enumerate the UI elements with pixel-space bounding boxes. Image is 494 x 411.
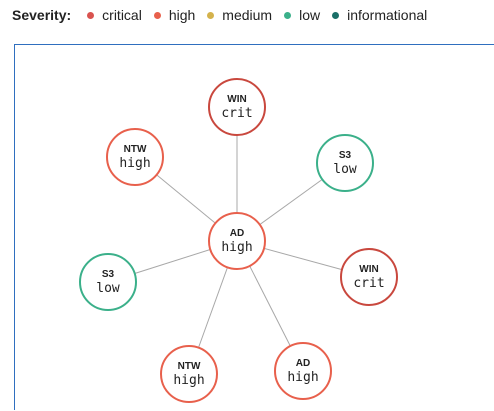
node-severity-label: high	[173, 373, 204, 388]
node-circle[interactable]	[316, 134, 374, 192]
node-circle[interactable]	[274, 342, 332, 400]
severity-legend: Severity: critical high medium low infor…	[12, 5, 439, 25]
legend-label-critical: critical	[102, 7, 142, 23]
node-type-label: WIN	[359, 264, 378, 275]
legend-item-critical: critical	[87, 7, 142, 23]
legend-label-medium: medium	[222, 7, 273, 23]
node-type-label: S3	[339, 150, 352, 161]
node-severity-label: crit	[221, 106, 252, 121]
informational-dot-icon	[332, 11, 340, 19]
legend-item-informational: informational	[332, 7, 427, 23]
medium-dot-icon	[207, 11, 215, 19]
node-type-label: AD	[230, 228, 244, 239]
node-severity-label: crit	[353, 276, 384, 291]
node-type-label: S3	[102, 269, 115, 280]
legend-label-informational: informational	[347, 7, 428, 23]
node-severity-label: low	[333, 162, 357, 177]
legend-label-low: low	[299, 7, 321, 23]
node-type-label: WIN	[227, 94, 246, 105]
node-circle[interactable]	[340, 248, 398, 306]
node-circle[interactable]	[79, 253, 137, 311]
node-severity-label: high	[221, 240, 252, 255]
legend-label-high: high	[168, 7, 196, 23]
high-dot-icon	[153, 11, 161, 19]
node-type-label: NTW	[124, 144, 147, 155]
critical-dot-icon	[87, 11, 95, 19]
node-severity-label: low	[96, 281, 120, 296]
legend-title: Severity:	[12, 7, 72, 23]
node-type-label: AD	[296, 358, 310, 369]
node-type-label: NTW	[178, 361, 201, 372]
graph-canvas[interactable]: ADhighWINcritS3lowWINcritADhighNTWhighS3…	[15, 45, 494, 411]
low-dot-icon	[284, 11, 292, 19]
node-severity-label: high	[287, 370, 318, 385]
node-circle[interactable]	[160, 345, 218, 403]
legend-item-low: low	[284, 7, 320, 23]
node-severity-label: high	[119, 156, 150, 171]
node-circle[interactable]	[208, 212, 266, 270]
node-circle[interactable]	[208, 78, 266, 136]
legend-item-high: high	[153, 7, 196, 23]
node-circle[interactable]	[106, 128, 164, 186]
legend-item-medium: medium	[207, 7, 272, 23]
